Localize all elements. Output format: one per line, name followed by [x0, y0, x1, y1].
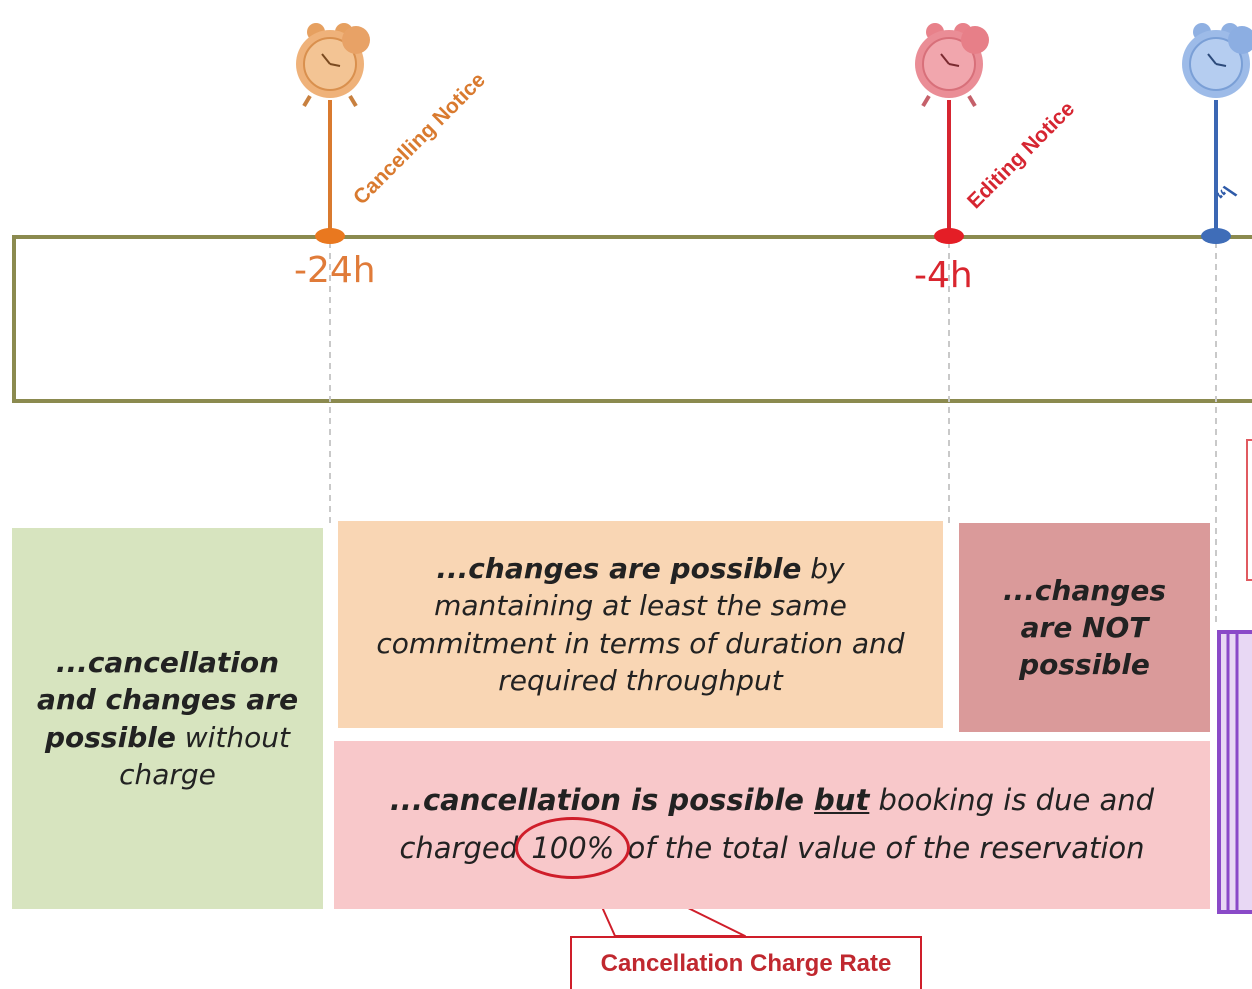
alarm-clock-icon [915, 23, 989, 236]
cancellation-charged-box: ...cancellation is possible but booking … [334, 741, 1210, 909]
timeline-band [12, 235, 1252, 403]
changes-not-possible-text: ...changes are NOT possible [985, 572, 1184, 684]
tick-label-4h: -4h [914, 255, 973, 296]
alarm-clock-icon [1182, 23, 1252, 236]
changes-possible-lead: ...changes are possible [436, 552, 802, 586]
changes-not-possible-box: ...changes are NOT possible [959, 523, 1210, 732]
changes-not-possible-lead: ...changes are NOT possible [1003, 573, 1166, 682]
marker-dot-24h [315, 228, 345, 244]
cancellation-lead: ...cancellation is possible [389, 783, 815, 818]
changes-possible-rest: by mantaining at least the same commitme… [376, 552, 905, 697]
charge-rate-circle [515, 817, 631, 879]
marker-dot-0h [1201, 228, 1231, 244]
cancellation-but: but [814, 783, 870, 818]
callout-label: Cancellation Charge Rate [600, 949, 892, 977]
charge-rate-highlight: 100% [515, 817, 631, 879]
partial-red-box [1246, 439, 1252, 581]
cancellation-charge-rate-callout: Cancellation Charge Rate [570, 936, 922, 989]
free-cancellation-rest: without charge [119, 720, 290, 791]
alarm-clock-icon [296, 23, 370, 236]
cancellation-mid: booking is due and charged [399, 783, 1155, 865]
marker-dot-4h [934, 228, 964, 244]
free-cancellation-lead: ...cancellation and changes are possible [36, 646, 299, 754]
free-cancellation-box: ...cancellation and changes are possible… [12, 528, 323, 909]
tick-label-24h: -24h [294, 250, 376, 291]
changes-possible-box: ...changes are possible by mantaining at… [338, 521, 943, 728]
changes-possible-text: ...changes are possible by mantaining at… [366, 550, 915, 699]
cancellation-rest: of the total value of the reservation [618, 831, 1145, 865]
free-cancellation-text: ...cancellation and changes are possible… [22, 644, 313, 793]
cancellation-charged-text: ...cancellation is possible but booking … [364, 777, 1180, 879]
